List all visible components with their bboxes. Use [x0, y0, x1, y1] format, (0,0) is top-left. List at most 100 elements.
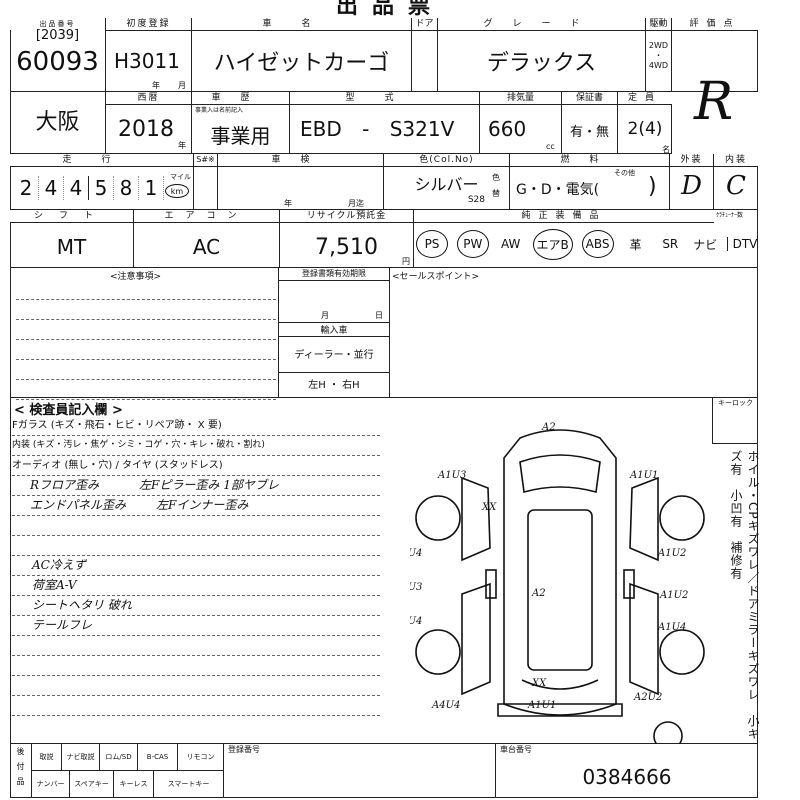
- model-cell: 車名 ハイゼットカーゴ: [192, 18, 412, 92]
- damage-label: A2: [531, 588, 546, 599]
- mileage-digit: 8: [114, 176, 139, 200]
- drive-cell: 駆動 2WD ・ 4WD: [646, 18, 672, 92]
- fuel-cell: 燃料 G・D・電気( その他 ): [510, 154, 670, 210]
- model-value: ハイゼットカーゴ: [213, 51, 390, 76]
- damage-label: A1U3: [410, 582, 422, 593]
- cc-value: 660: [488, 117, 527, 141]
- color-change-a: 色: [492, 173, 500, 182]
- inspection-year: 年: [284, 199, 292, 208]
- extra-item-r1-0: 取説: [32, 744, 62, 771]
- code-a: EBD: [300, 117, 342, 141]
- interior-value: C: [726, 171, 746, 201]
- warranty-value: 有・無: [569, 125, 609, 140]
- damage-label: A1U1: [527, 700, 556, 711]
- reg-no-header: 登録番号: [228, 745, 260, 754]
- chassis-value: 0384666: [582, 765, 672, 789]
- exterior-cell: 外装 D: [670, 154, 714, 210]
- first-reg-cell: 初度登録 H3011 年 月: [106, 18, 192, 92]
- auction-sheet: 出品票 出品番号 [2039] 60093 初度登録 H3011 年 月 車名 …: [10, 0, 760, 798]
- row2: [10, 92, 672, 154]
- ac-cell: エアコン AC: [134, 210, 280, 268]
- score-cell: 評価点: [672, 18, 758, 92]
- option-0: PS: [416, 230, 448, 258]
- shift-header: シフト: [10, 210, 133, 223]
- type-cell: 車歴 事業入は名前記入 事業用: [192, 92, 290, 154]
- drive-header: 駆動: [646, 18, 671, 31]
- tuner-header: ｸﾗﾁｭｰﾅｰ数: [716, 212, 744, 219]
- equipment-header: 純正装備品: [414, 210, 714, 223]
- drive-dot: ・: [654, 51, 663, 60]
- year-header: 西暦: [106, 92, 191, 105]
- damage-label: A1U2: [659, 590, 688, 601]
- door-cell: ドア: [412, 18, 438, 92]
- mile-label: マイル: [170, 173, 191, 181]
- capacity-value: 2(4): [627, 119, 663, 139]
- recycle-unit: 円: [402, 257, 410, 266]
- chassis-cell: 車台番号 0384666: [496, 744, 758, 798]
- extra-item-r2-0: ナンバー: [32, 771, 70, 798]
- inspector-line-audio: オーディオ (無し・穴) / タイヤ (スタッドレス): [12, 456, 380, 476]
- keylock-header: キーロック: [718, 399, 753, 407]
- mileage-digit: 1: [139, 176, 164, 200]
- hand-note-7: シートヘタリ 破れ: [32, 598, 132, 612]
- first-reg-year-unit: 年: [152, 81, 160, 90]
- year-unit: 年: [178, 141, 186, 150]
- keylock-cell: キーロック: [712, 398, 758, 444]
- inspection-header: 車検: [218, 154, 383, 167]
- score-header: 評価点: [672, 18, 758, 31]
- reg-no-cell: 登録番号: [224, 744, 496, 798]
- damage-label: A1U1: [629, 470, 658, 481]
- cc-header: 排気量: [480, 92, 561, 105]
- transform-header: S#※: [194, 154, 217, 167]
- region-value: 大阪: [35, 110, 80, 135]
- mileage-digit: 4: [39, 176, 64, 200]
- transform-cell: S#※: [194, 154, 218, 210]
- hand-note-3: エンドパネル歪み: [30, 498, 127, 512]
- fuel-value: G・D・電気(: [516, 182, 600, 198]
- option-6: SR: [662, 237, 679, 251]
- year-cell: 西暦 2018 年: [106, 92, 192, 154]
- inspection-cell: 車検 年 月迄: [218, 154, 384, 210]
- fuel-other: その他: [614, 169, 635, 177]
- grade-cell: グレード デラックス: [438, 18, 646, 92]
- damage-label: A2U4: [410, 548, 422, 559]
- shift-cell: シフト MT: [10, 210, 134, 268]
- extras-label-c: 品: [16, 777, 25, 786]
- fuel-header: 燃料: [510, 154, 669, 167]
- damage-label: A2: [541, 422, 556, 433]
- year-value: 2018: [118, 117, 174, 142]
- extras-label-cell: 後 付 品: [10, 744, 32, 798]
- hand-note-4: 左Fインナー歪み: [156, 498, 249, 512]
- damage-label: A4U4: [431, 700, 460, 711]
- inspector-line-glass: Fガラス (キズ・飛石・ヒビ・リペア跡・ X 要): [12, 416, 380, 436]
- mileage-digit: 5: [89, 176, 114, 200]
- ac-header: エアコン: [134, 210, 279, 223]
- color-no: S28: [467, 195, 485, 205]
- option-1: PW: [456, 230, 489, 258]
- extra-item-r2-2: キーレス: [114, 771, 154, 798]
- reg-day: 日: [375, 311, 383, 320]
- km-badge: km: [165, 184, 189, 198]
- extra-item-r1-3: B-CAS: [138, 744, 178, 771]
- damage-label: A2U2: [633, 692, 662, 703]
- damage-label: A1U4: [657, 622, 686, 633]
- lot-header: 出品番号: [10, 18, 105, 30]
- inspector-line-interior: 内装 (キズ・汚レ・焦ゲ・シミ・コゲ・穴・キレ・破れ・割れ): [12, 436, 380, 456]
- shift-value: MT: [56, 235, 87, 259]
- damage-label: XX: [531, 678, 547, 689]
- recycle-value: 7,510: [315, 235, 378, 260]
- damage-label: XX: [481, 502, 497, 513]
- footer: [10, 744, 758, 798]
- notes-area: [10, 268, 758, 398]
- fuel-close: ): [648, 174, 657, 199]
- sales-header: <セールスポイント>: [392, 272, 480, 282]
- extra-item-r2-1: スペアキー: [70, 771, 114, 798]
- grade-header: グレード: [438, 18, 645, 31]
- extra-item-r1-1: ナビ取説: [62, 744, 100, 771]
- code-b: S321V: [389, 117, 455, 141]
- color-value: シルバー: [414, 175, 479, 194]
- hand-note-1: Rフロア歪み: [30, 478, 100, 492]
- option-5: 革: [629, 237, 642, 252]
